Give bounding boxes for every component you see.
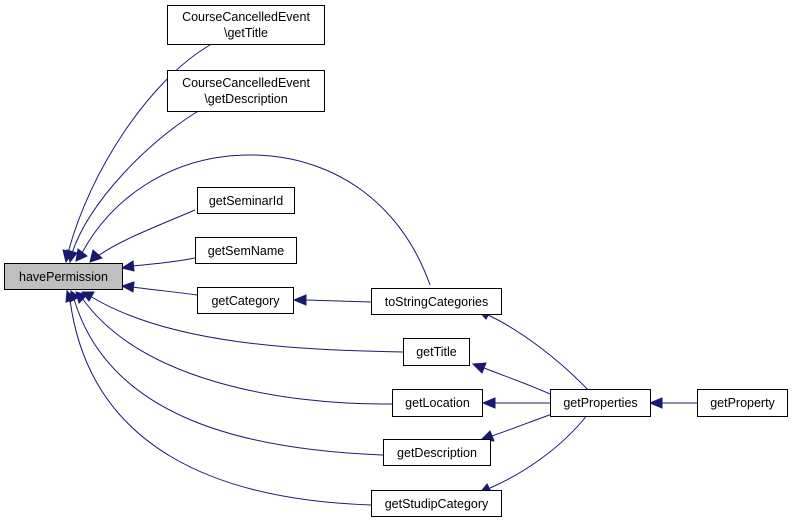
edge-getseminarid-to-havepermission bbox=[97, 209, 196, 257]
arrow-getcategory bbox=[120, 281, 135, 293]
edge-tostringcategories-to-getcategory bbox=[305, 299, 372, 303]
node-getproperties[interactable]: getProperties bbox=[550, 389, 651, 417]
node-getcategory-label: getCategory bbox=[211, 293, 280, 308]
node-getstudipcategory-label: getStudipCategory bbox=[384, 496, 489, 511]
arrow-getsemname bbox=[120, 260, 135, 272]
edge-getsemname-to-havepermission bbox=[131, 257, 196, 267]
node-gettitle[interactable]: getTitle bbox=[403, 338, 470, 366]
edge-getcategory-to-havepermission bbox=[131, 286, 198, 296]
arrow-getseminarid bbox=[89, 249, 103, 263]
node-getseminarid[interactable]: getSeminarId bbox=[197, 187, 295, 214]
node-getproperty[interactable]: getProperty bbox=[697, 389, 788, 417]
node-getsemname-label: getSemName bbox=[207, 243, 285, 258]
node-havepermission-label: havePermission bbox=[19, 269, 108, 284]
arrow-to-getproperties bbox=[648, 397, 663, 409]
edge-cce-getdescription-to-havepermission bbox=[71, 109, 201, 254]
edge-getproperties-to-gettitle bbox=[483, 367, 551, 395]
node-getsemname[interactable]: getSemName bbox=[195, 237, 297, 264]
node-getseminarid-label: getSeminarId bbox=[208, 193, 284, 208]
arrow-to-getcategory bbox=[292, 294, 307, 306]
node-havepermission[interactable]: havePermission bbox=[4, 263, 123, 290]
node-cce-gettitle-line1: CourseCancelledEvent bbox=[182, 10, 310, 24]
arrow-tostringcategories bbox=[75, 248, 88, 262]
node-cce-gettitle-line2: \getTitle bbox=[223, 26, 268, 40]
arrow-cce-getdescription bbox=[66, 249, 78, 264]
edge-getproperties-to-tostringcategories bbox=[487, 314, 591, 393]
node-getlocation-label: getLocation bbox=[405, 396, 470, 410]
arrow-to-getlocation bbox=[481, 397, 496, 409]
node-gettitle-label: getTitle bbox=[416, 345, 457, 359]
node-cce-getdescription-line2: \getDescription bbox=[204, 92, 288, 106]
edge-getproperties-to-getdescription bbox=[491, 412, 556, 437]
node-cce-getdescription-line1: CourseCancelledEvent bbox=[182, 76, 310, 90]
node-getproperties-label: getProperties bbox=[563, 396, 638, 410]
node-getcategory[interactable]: getCategory bbox=[197, 287, 294, 314]
arrow-to-gettitle bbox=[471, 362, 487, 374]
node-getdescription[interactable]: getDescription bbox=[383, 439, 491, 466]
edge-cce-gettitle-to-havepermission bbox=[67, 44, 211, 254]
edge-tostringcategories-to-havepermission bbox=[81, 154, 431, 286]
edge-gettitle-to-havepermission bbox=[89, 295, 404, 353]
edge-getproperties-to-getstudipcategory bbox=[489, 413, 589, 489]
edge-getlocation-to-havepermission bbox=[81, 297, 393, 405]
edge-getstudipcategory-to-havepermission bbox=[69, 299, 372, 506]
node-tostringcategories-label: toStringCategories bbox=[384, 294, 489, 309]
edge-getdescription-to-havepermission bbox=[73, 298, 384, 456]
arrow-getstudipcategory bbox=[65, 289, 76, 303]
node-getstudipcategory[interactable]: getStudipCategory bbox=[371, 490, 502, 517]
node-getdescription-label: getDescription bbox=[397, 445, 477, 460]
node-getlocation[interactable]: getLocation bbox=[392, 389, 483, 417]
node-coursecancelledevent-gettitle[interactable]: CourseCancelledEvent \getTitle bbox=[167, 5, 325, 45]
node-tostringcategories[interactable]: toStringCategories bbox=[371, 288, 502, 315]
node-getproperty-label: getProperty bbox=[710, 396, 775, 410]
node-coursecancelledevent-getdescription[interactable]: CourseCancelledEvent \getDescription bbox=[167, 70, 325, 112]
